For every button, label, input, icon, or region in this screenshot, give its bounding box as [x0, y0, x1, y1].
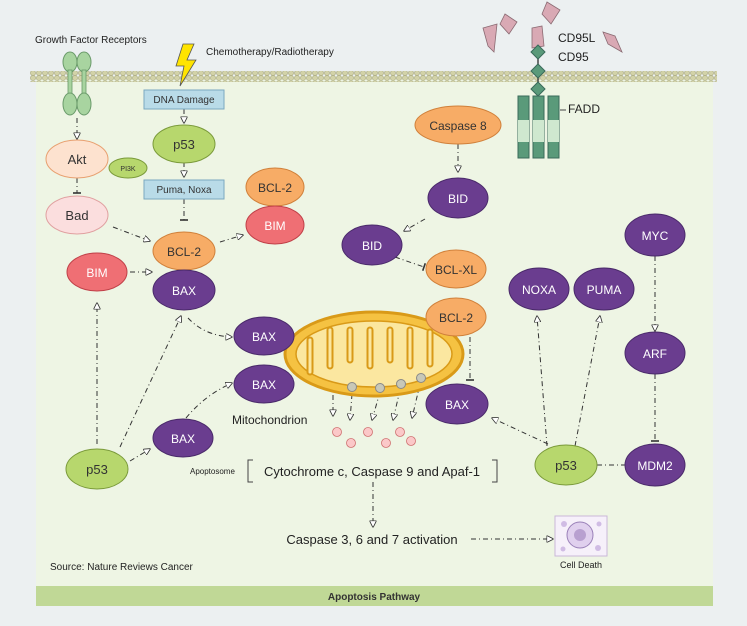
p53-right-node: [534, 444, 598, 486]
bax-lower-node: [152, 418, 214, 458]
bax-lower-label: BAX: [171, 432, 195, 446]
bax-center-label: BAX: [172, 284, 196, 298]
cell-death-label: Cell Death: [560, 560, 602, 570]
mdm2-node: [624, 443, 686, 487]
cytochrome-complex-label: Cytochrome c, Caspase 9 and Apaf-1: [264, 464, 480, 479]
lightning-icon: [175, 43, 197, 87]
cell-membrane: [30, 71, 717, 82]
myc-node: [624, 213, 686, 257]
bclxl-label: BCL-XL: [435, 263, 477, 277]
bim-top-label: BIM: [264, 219, 285, 233]
bcl2-center-label: BCL-2: [167, 245, 201, 259]
puma-noxa-label: Puma, Noxa: [156, 185, 211, 196]
bax-right-node: [425, 383, 489, 425]
bax-right-label: BAX: [445, 398, 469, 412]
cytochrome-c-icon: [332, 427, 416, 448]
cell-death-icon: [554, 515, 608, 557]
cd95l-label: CD95L: [558, 31, 596, 45]
bax-mito1-label: BAX: [252, 330, 276, 344]
footer-bar: [36, 586, 713, 606]
mitochondrion-label: Mitochondrion: [232, 413, 307, 427]
apoptosome-bracket-right: [492, 459, 498, 483]
noxa-label: NOXA: [522, 283, 556, 297]
footer-title: Apoptosis Pathway: [328, 592, 421, 603]
myc-label: MYC: [642, 229, 669, 243]
pathway-edges: [73, 109, 659, 539]
p53-top-node: [152, 124, 216, 164]
bad-label: Bad: [65, 208, 88, 223]
arf-label: ARF: [643, 347, 667, 361]
dna-damage-label: DNA Damage: [153, 95, 215, 106]
p53-left-node: [65, 448, 129, 490]
mdm2-label: MDM2: [637, 459, 673, 473]
growth-factor-receptors-label: Growth Factor Receptors: [35, 35, 147, 46]
akt-node: [45, 139, 109, 179]
apoptosome-bracket-left: [247, 459, 253, 483]
bad-node: [45, 195, 109, 235]
cd95l-ligand-icon: [482, 1, 623, 53]
caspase8-label: Caspase 8: [429, 119, 487, 133]
akt-label: Akt: [68, 152, 87, 167]
mitochondrion-icon: [283, 310, 465, 398]
pi3k-label: PI3K: [120, 166, 136, 173]
bim-top-node: [245, 205, 305, 245]
fadd-label: FADD: [568, 102, 600, 116]
arf-node: [624, 331, 686, 375]
cd95-label: CD95: [558, 50, 589, 64]
bim-left-node: [66, 252, 128, 292]
bcl2-right-node: [425, 297, 487, 337]
noxa-node: [508, 267, 570, 311]
bcl2-right-label: BCL-2: [439, 311, 473, 325]
pi3k-node: [108, 157, 148, 179]
p53-left-label: p53: [86, 462, 108, 477]
bid1-node: [427, 177, 489, 219]
bax-mito1-node: [233, 316, 295, 356]
growth-factor-receptor-icon: [62, 51, 92, 116]
bim-left-label: BIM: [86, 266, 107, 280]
puma-node: [573, 267, 635, 311]
chemo-label: Chemotherapy/Radiotherapy: [206, 47, 334, 58]
caspase-activation-label: Caspase 3, 6 and 7 activation: [286, 532, 457, 547]
dna-damage-box: [143, 89, 225, 110]
fadd-icon: [517, 95, 566, 159]
bclxl-node: [425, 249, 487, 289]
bax-mito2-label: BAX: [252, 378, 276, 392]
apoptosome-label: Apoptosome: [190, 467, 235, 476]
bax-mito2-node: [233, 364, 295, 404]
puma-label: PUMA: [587, 283, 622, 297]
source-label: Source: Nature Reviews Cancer: [50, 562, 194, 573]
puma-noxa-box: [143, 179, 225, 200]
bid1-label: BID: [448, 192, 468, 206]
cd95-receptor-icon: [530, 44, 546, 97]
bid2-label: BID: [362, 239, 382, 253]
bcl2-top-label: BCL-2: [258, 181, 292, 195]
bid2-node: [341, 224, 403, 266]
p53-top-label: p53: [173, 137, 195, 152]
p53-right-label: p53: [555, 458, 577, 473]
caspase8-node: [414, 105, 502, 145]
bax-center-node: [152, 269, 216, 311]
